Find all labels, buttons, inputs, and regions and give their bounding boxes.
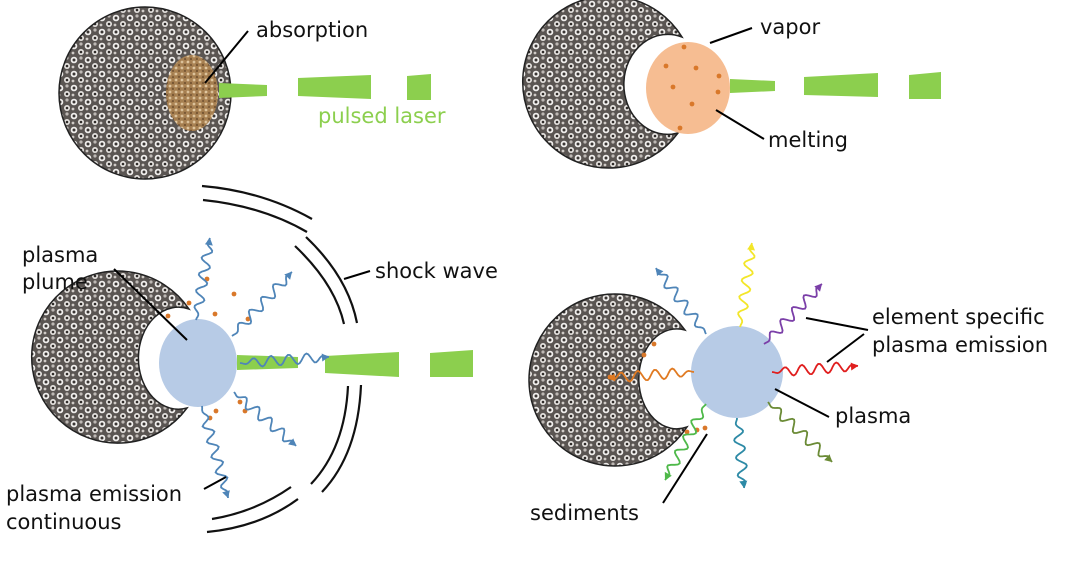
wave-arrow-icon (239, 352, 330, 368)
sediments-label: sediments (530, 501, 639, 525)
plasma-emission-label: plasma emission (6, 482, 182, 506)
porous-target-crater (30, 270, 191, 444)
pulsed-laser-label: pulsed laser (318, 104, 446, 128)
wave-arrow-icon (737, 242, 756, 328)
wave-arrow-icon (655, 267, 707, 335)
element-specific-label: plasma emission (872, 333, 1048, 357)
plasma-plume (159, 319, 237, 407)
wave-arrow-icon (233, 391, 297, 447)
laser-pulse (804, 73, 878, 97)
leader-line (709, 27, 753, 44)
panel-melting: vapor melting (521, 0, 941, 169)
leader-line (826, 333, 865, 363)
laser-pulse (298, 75, 371, 99)
leader-line (343, 270, 371, 280)
vapor-label: vapor (760, 15, 820, 39)
vapor-particles (663, 44, 722, 131)
laser-pulse (430, 350, 473, 377)
panel-plasma-plume: plasma plume shock wave plasma emission … (6, 184, 498, 534)
laser-pulse (237, 355, 298, 370)
plasma-emission-label: continuous (6, 510, 122, 534)
melt-pool (646, 42, 730, 134)
plasma (691, 326, 783, 418)
continuum-emission (193, 237, 330, 499)
leader-line (204, 30, 249, 84)
leader-line (203, 476, 227, 490)
element-emission (607, 242, 859, 489)
leader-line (774, 388, 830, 418)
plasma-plume-label: plume (22, 270, 88, 294)
porous-target-crater (528, 293, 689, 467)
panel-element-emission: element specific plasma emission plasma … (528, 242, 1048, 525)
laser-pulse (219, 83, 267, 98)
wave-arrow-icon (231, 271, 293, 337)
wave-arrow-icon (767, 401, 833, 463)
wave-arrow-icon (771, 361, 859, 377)
wave-arrow-icon (733, 417, 748, 489)
absorption-zone (166, 55, 218, 131)
panel-absorption: absorption pulsed laser (58, 6, 446, 180)
wave-arrow-icon (201, 405, 230, 499)
leader-line (113, 268, 188, 341)
absorption-label: absorption (256, 18, 368, 42)
wave-arrow-icon (664, 403, 707, 481)
laser-pulse (407, 74, 431, 100)
leader-line (715, 109, 765, 140)
melting-label: melting (768, 128, 848, 152)
leader-line (805, 317, 869, 331)
laser-pulse (325, 352, 399, 377)
shock-wave-label: shock wave (375, 259, 498, 283)
shock-wave (201, 184, 363, 534)
plasma-plume-label: plasma (22, 243, 98, 267)
wave-arrow-icon (193, 237, 214, 321)
plasma-label: plasma (835, 404, 911, 428)
laser-pulse (909, 72, 941, 99)
element-specific-label: element specific (872, 305, 1045, 329)
leader-line (662, 433, 708, 504)
porous-target-crater (521, 0, 684, 169)
wave-arrow-icon (763, 283, 823, 345)
wave-arrow-icon (607, 367, 695, 383)
laser-pulse (730, 79, 775, 93)
